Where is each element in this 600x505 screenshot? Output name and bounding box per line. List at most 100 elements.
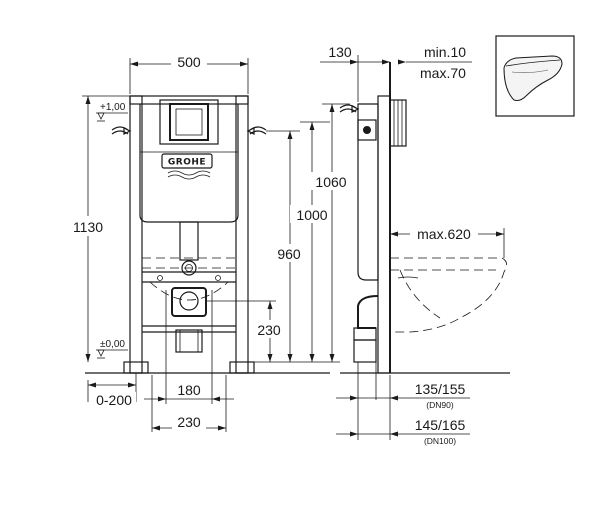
dim-bowl-max: max.620	[417, 226, 471, 242]
arrow-145-l	[350, 431, 358, 437]
inlet-arrow-left-icon	[123, 127, 132, 135]
flush-pipe-connector-inner	[185, 264, 193, 272]
dim-outlet-dn90: 135/155	[415, 381, 466, 397]
left-foot	[123, 361, 149, 374]
dim-gap-max: max.70	[420, 65, 466, 81]
front-dimensions: 500 1130 +1,00 ±0,00 0-200 180	[73, 54, 354, 432]
arrow-1000-t	[309, 122, 315, 130]
bowl-outline-dashed	[149, 281, 229, 301]
drain-elbow	[171, 287, 207, 317]
dim-floor-adjust: 0-200	[96, 392, 132, 408]
flush-button-side	[357, 119, 377, 141]
toilet-bowl-outline	[390, 257, 507, 333]
drain-pipe	[175, 329, 203, 353]
dim-outlet-dn100: 145/165	[415, 417, 466, 433]
arrow-500-r	[240, 61, 248, 67]
flush-valve-icon	[363, 126, 371, 134]
wall-hung-toilet-icon	[495, 35, 575, 117]
arrow-1060-b	[329, 354, 335, 362]
arrow-620-l	[390, 231, 398, 237]
dim-feet-spacing-outer: 230	[177, 414, 201, 430]
dim-height-960: 960	[277, 246, 301, 262]
arrow-960-t	[287, 131, 293, 139]
flush-pipe	[179, 221, 199, 261]
arrow-0-200-l	[88, 382, 96, 388]
brand-logo: GROHE	[168, 158, 206, 168]
bg-620	[410, 226, 478, 242]
level-floor: ±0,00	[100, 339, 125, 350]
arrow-145-r	[390, 431, 398, 437]
right-foot	[229, 361, 255, 374]
level-top: +1,00	[100, 102, 126, 113]
flush-plate-frame	[159, 99, 219, 145]
arrow-180-r	[212, 396, 220, 402]
dim-height-1060: 1060	[315, 174, 346, 190]
dim-gap-min: min.10	[424, 44, 466, 60]
bg-0-200	[90, 392, 136, 408]
dim-height-1000: 1000	[296, 207, 327, 223]
drain-bend-side	[357, 295, 379, 329]
toilet-icon-bowl	[503, 55, 563, 101]
arrow-130-l	[350, 59, 358, 65]
bg-230-drain	[252, 320, 286, 338]
arrow-180-l	[158, 396, 166, 402]
arrow-500-l	[130, 61, 138, 67]
logo-wave-2	[167, 174, 211, 180]
arrow-130-r	[382, 59, 390, 65]
bg-960	[272, 244, 306, 262]
drain-pipe-side	[353, 339, 377, 363]
arrow-1060-t	[329, 104, 335, 112]
side-view	[339, 62, 510, 374]
label-dn100: (DN100)	[424, 436, 456, 446]
level-floor-triangle-icon	[97, 349, 105, 357]
dim-frame-width: 500	[177, 54, 201, 70]
arrow-230b-r	[218, 425, 226, 431]
arrow-135-l	[350, 395, 358, 401]
arrow-0-200-r	[128, 382, 136, 388]
dim-height-total: 1130	[73, 219, 103, 235]
flush-plate-opening	[169, 103, 209, 141]
cistern-front-view: GROHE	[139, 99, 239, 353]
pan-outline-dashed	[142, 257, 236, 269]
dim-depth: 130	[328, 44, 352, 60]
arrow-230b-l	[152, 425, 160, 431]
brand-logo-box	[161, 153, 213, 169]
bg-1060	[308, 172, 354, 190]
bg-230b	[172, 414, 206, 430]
arrow-1000-b	[309, 354, 315, 362]
toilet-icon-seat	[505, 59, 561, 67]
arrow-230-t	[267, 301, 273, 309]
inlet-arrow-right-icon	[246, 127, 255, 135]
bg-500	[171, 54, 207, 70]
arrow-135-r	[390, 395, 398, 401]
arrow-230-b	[267, 354, 273, 362]
label-dn90: (DN90)	[426, 400, 454, 410]
logo-wave-1	[167, 170, 211, 176]
arrow-1130-t	[85, 96, 91, 104]
inlet-arrow-side-icon	[351, 105, 360, 113]
bolt-left	[157, 275, 163, 281]
dim-feet-spacing: 180	[177, 382, 201, 398]
cistern-side	[357, 103, 379, 281]
arrow-1130-b	[85, 354, 91, 362]
bolt-right	[215, 275, 221, 281]
toilet-icon-rim	[511, 69, 549, 73]
drain-outlet	[179, 291, 199, 311]
bg-1130	[74, 216, 104, 236]
bg-1000	[290, 205, 334, 223]
flush-plate-inner	[175, 108, 203, 136]
level-top-triangle-icon	[97, 112, 105, 120]
side-panel	[377, 95, 391, 374]
arrow-gap	[398, 59, 406, 65]
flush-pipe-connector	[181, 260, 197, 276]
arrow-620-r	[496, 231, 504, 237]
dim-drain-height: 230	[257, 322, 281, 338]
side-dimensions: 130 min.10 max.70 max.620 135/155 (DN90)…	[320, 44, 505, 446]
bowl-inlet-mark	[397, 276, 419, 279]
toilet-inner-curve	[399, 269, 441, 319]
arrow-960-b	[287, 354, 293, 362]
water-inlets	[111, 126, 300, 135]
drain-coupling-side	[353, 327, 377, 341]
